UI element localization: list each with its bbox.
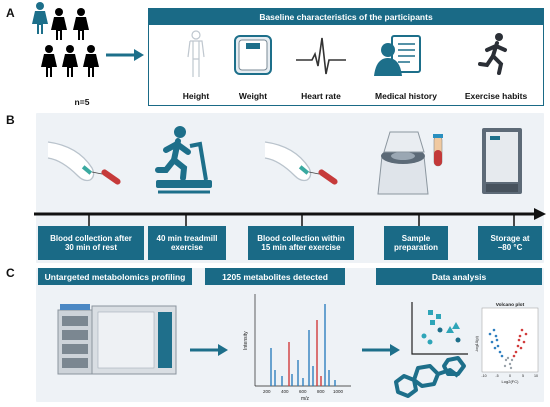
volcano-xtick: -10 (481, 374, 486, 378)
spectrum-xtick: 600 (299, 389, 307, 394)
lc-ms-instrument-icon (57, 304, 177, 375)
volcano-xtick: 5 (522, 374, 524, 378)
metabolites-header: 1205 metabolites detected (205, 268, 345, 285)
heart-rate-icon (296, 37, 346, 75)
volcano-title: Volcano plot (496, 302, 525, 308)
step-5-box: Storage at−80 °C (478, 226, 542, 260)
step-5-line-1: Storage at (490, 233, 530, 243)
label-height: Height (182, 91, 210, 101)
molecule-icon (394, 356, 466, 398)
arrow-icon (362, 344, 400, 356)
freezer-icon (482, 128, 522, 194)
participants-count: n=5 (74, 97, 90, 107)
timeline-arrow (34, 208, 546, 228)
cluster-scatter-icon (411, 302, 468, 355)
step-2-line-1: 40 min treadmill (156, 233, 218, 243)
baseline-header: Baseline characteristics of the particip… (148, 8, 544, 25)
arrow-icon (190, 344, 228, 356)
weight-scale-icon (234, 35, 272, 75)
step-5-line-2: −80 °C (497, 243, 523, 252)
panel-label-a: A (6, 6, 15, 20)
spectrum-xtick: 200 (263, 389, 271, 394)
step-3-line-2: 15 min after exercise (261, 243, 341, 252)
step-3-line-1: Blood collection within (257, 233, 345, 243)
volcano-xtick: -5 (495, 374, 498, 378)
medical-history-icon (374, 35, 421, 76)
label-exercise-habits: Exercise habits (464, 91, 528, 101)
volcano-xlabel: Log2(FC) (502, 379, 520, 384)
spectrum-xlabel: m/z (301, 396, 310, 402)
step-1-line-2: 30 min of rest (64, 243, 117, 252)
participants-group-icon (32, 2, 99, 77)
step-4-line-1: Sample (401, 233, 431, 243)
mass-spectrum-chart: Intensity m/z 200 400 600 800 1000 (243, 294, 351, 402)
volcano-xtick: 0 (509, 374, 511, 378)
height-icon (187, 30, 205, 77)
panel-label-b: B (6, 113, 15, 127)
step-4-line-2: preparation (393, 243, 438, 252)
spectrum-xtick: 800 (317, 389, 325, 394)
arrow-icon (106, 49, 144, 61)
spectrum-xtick: 400 (281, 389, 289, 394)
metabolomics-header: Untargeted metabolomics profiling (38, 268, 192, 285)
treadmill-icon (155, 126, 212, 194)
spectrum-xtick: 1000 (333, 389, 344, 394)
panel-label-c: C (6, 266, 15, 280)
label-medical-history: Medical history (375, 91, 437, 101)
label-heart-rate: Heart rate (301, 91, 341, 101)
blood-collection-arm-icon (47, 141, 121, 185)
spectrum-ylabel: Intensity (243, 331, 249, 350)
label-weight: Weight (238, 91, 268, 101)
centrifuge-icon (377, 131, 443, 195)
step-1-line-1: Blood collection after (50, 233, 132, 243)
blood-collection-arm-icon (264, 141, 338, 185)
data-analysis-header: Data analysis (376, 268, 542, 285)
running-person-icon (478, 33, 507, 75)
volcano-ylabel: -log10(p) (474, 335, 479, 352)
volcano-plot: Volcano plot Log2(FC) -log10(p) -10 -5 0… (474, 302, 539, 384)
volcano-xtick: 10 (534, 374, 538, 378)
step-2-line-2: exercise (170, 243, 203, 252)
